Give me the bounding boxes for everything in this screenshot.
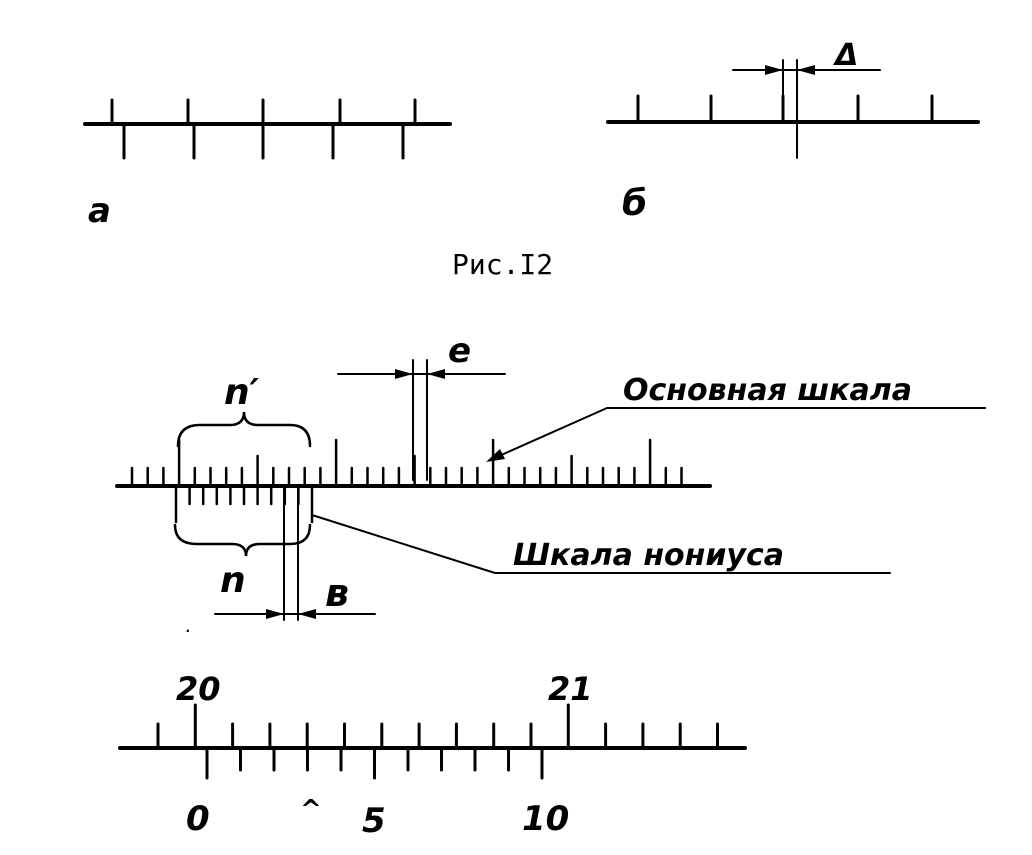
label-v: в	[325, 571, 349, 615]
main-scale-label: Основная шкала	[623, 373, 912, 408]
label-n-prime: n′	[224, 372, 260, 413]
main-number-20: 20	[176, 670, 221, 708]
vernier-scale-label: Шкала нониуса	[513, 538, 784, 573]
stray-dot: .	[186, 621, 191, 635]
vernier-construction: е n′ n в Основная шкала Шкала нониуса .	[115, 331, 986, 635]
label-b: б	[622, 183, 647, 224]
delta-label: Δ	[833, 38, 858, 73]
main-number-21: 21	[548, 670, 593, 708]
coincidence-mark: ^	[300, 795, 322, 825]
label-e: е	[448, 331, 471, 371]
label-a: а	[88, 191, 111, 231]
scale-diagram-b: Δ б	[606, 38, 980, 224]
vernier-number-5: 5	[362, 801, 386, 841]
vernier-reading-example: 20 21 0 ^ 5 10	[118, 670, 747, 841]
scale-diagram-a: а	[83, 98, 452, 231]
vernier-number-0: 0	[186, 799, 210, 839]
vernier-number-10: 10	[522, 799, 569, 839]
figure-caption: Рис.I2	[452, 248, 553, 281]
label-n: n	[220, 560, 246, 601]
